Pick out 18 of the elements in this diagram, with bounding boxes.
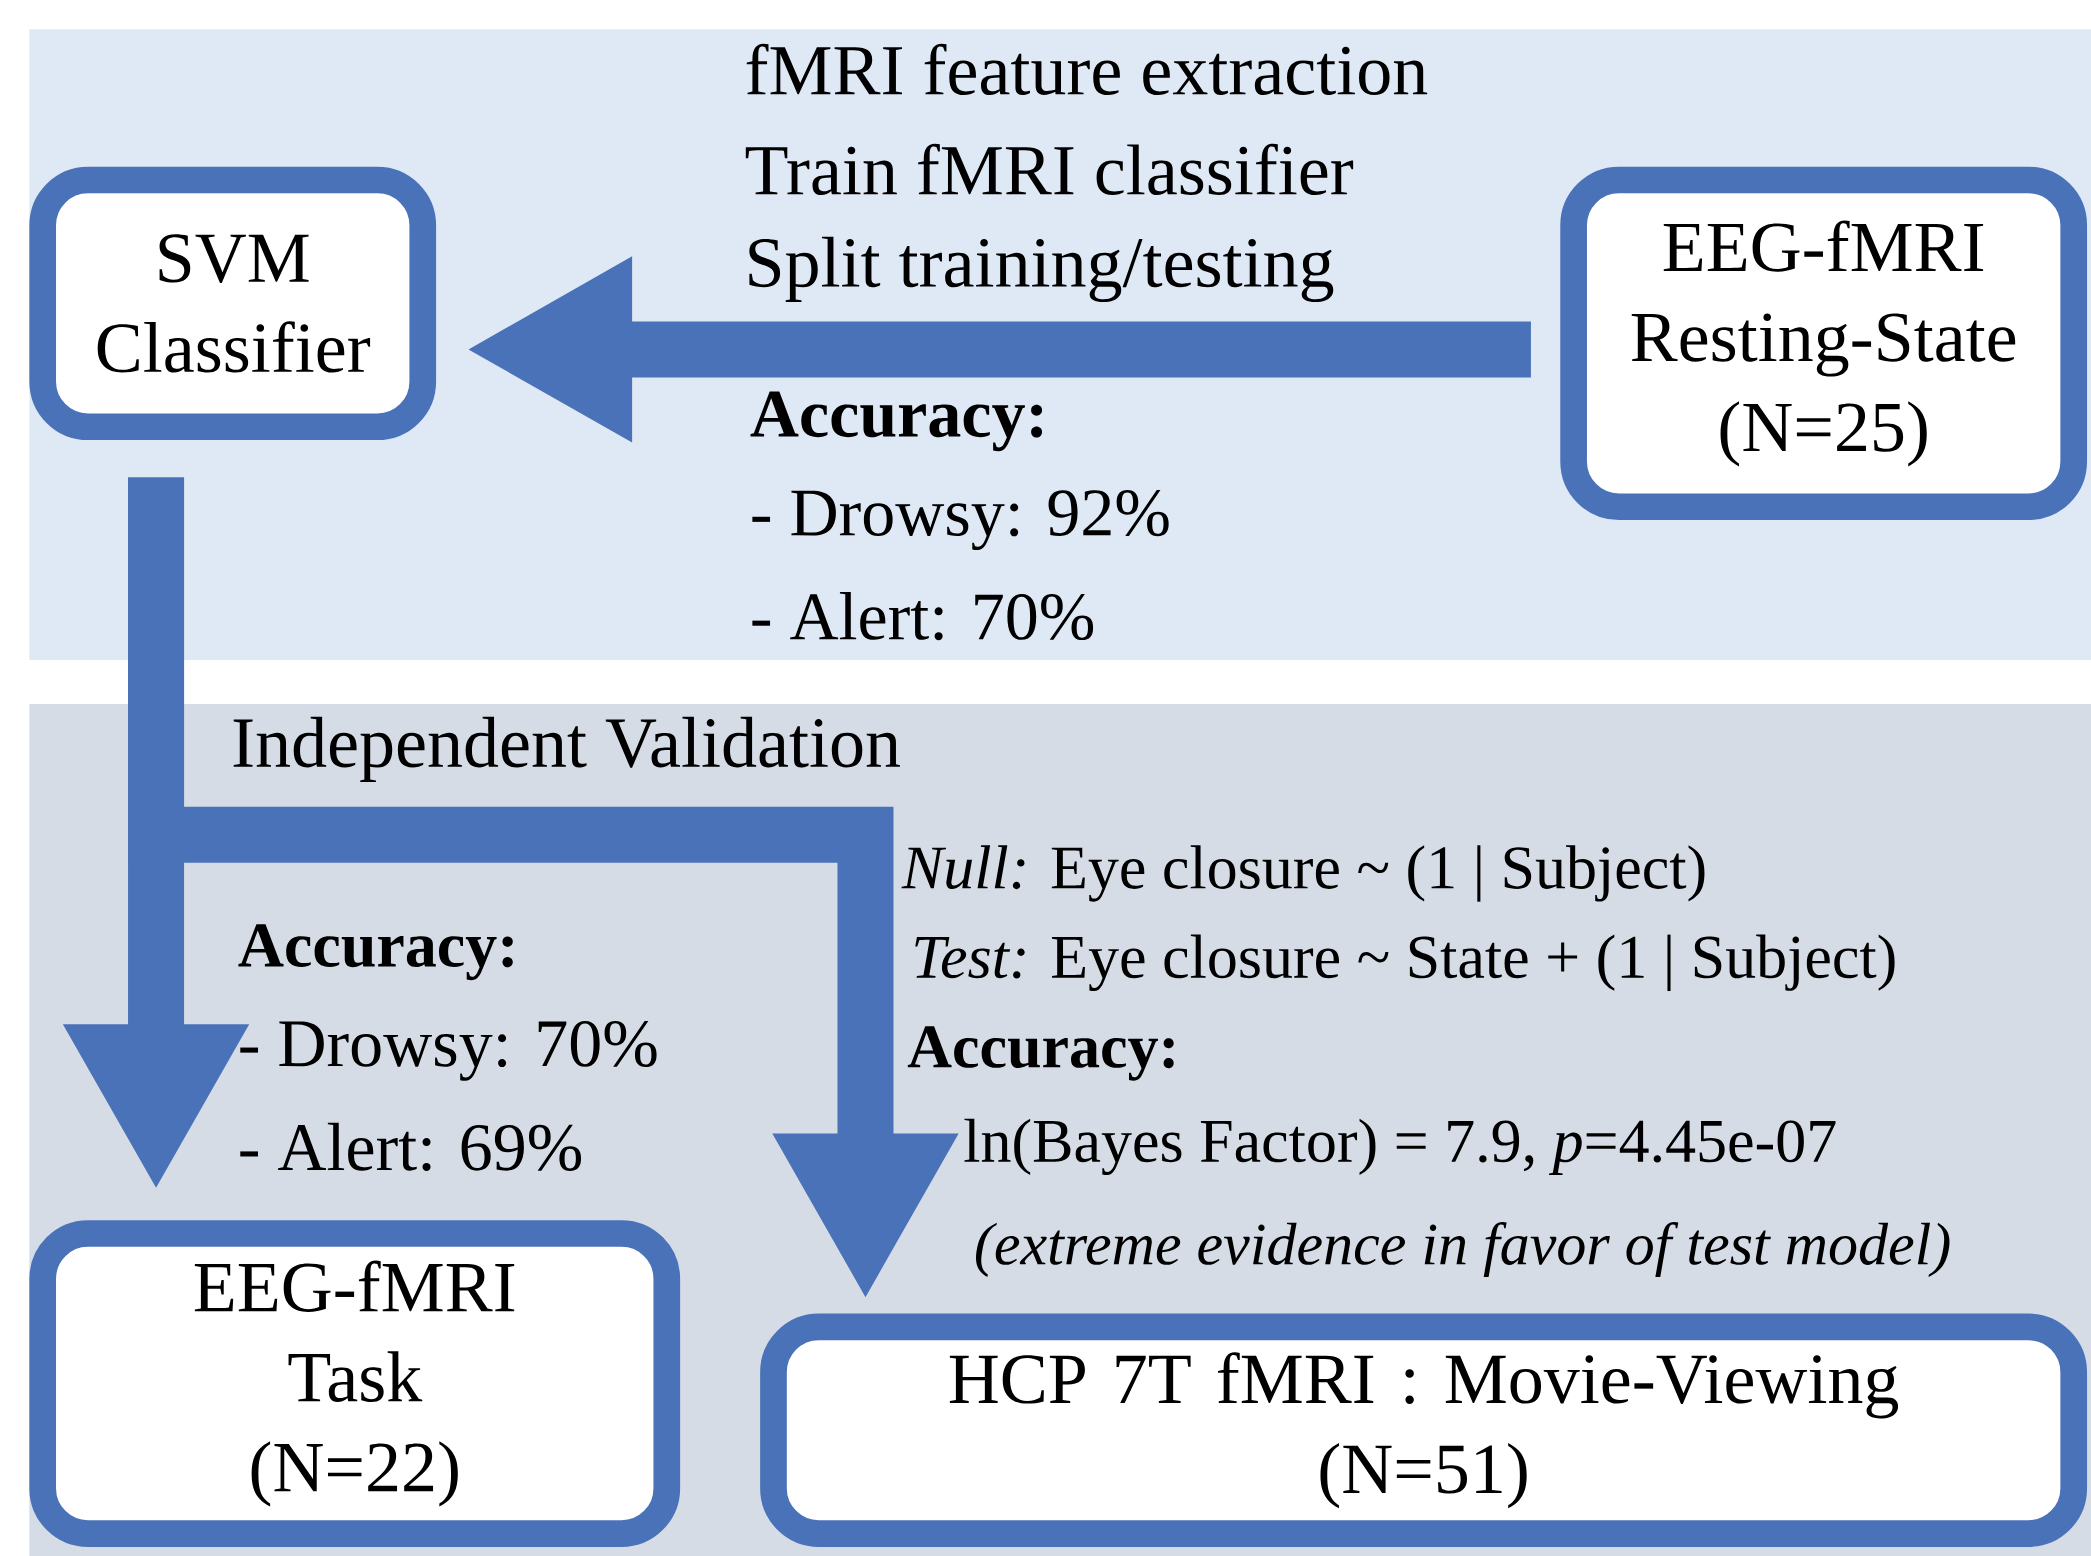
annotation-text: Null: Eye closure ~ (1 | Subject) — [901, 845, 1705, 902]
annotation-text: - Alert: 69% — [240, 1122, 582, 1171]
process-box: SVM Classifier — [29, 166, 437, 440]
annotation-text: - Drowsy: 70% — [240, 1020, 657, 1081]
annotation-text: - Drowsy: 92% — [752, 490, 1169, 550]
annotation-text: fMRI feature extraction — [746, 43, 1428, 95]
process-box: EEG-fMRI Resting-State (N=25) — [1560, 166, 2088, 520]
annotation-text: - Alert: 70% — [752, 591, 1094, 641]
annotation-text: Accuracy: — [238, 924, 513, 981]
annotation-text: Split training/testing — [749, 236, 1334, 302]
process-box: EEG-fMRI Task (N=22) — [29, 1220, 681, 1547]
annotation-text: Test: Eye closure ~ State + (1 | Subject) — [915, 934, 1895, 991]
annotation-text: Accuracy: — [750, 391, 1043, 452]
process-box: HCP 7T fMRI : Movie-Viewing (N=51) — [760, 1313, 2088, 1547]
annotation-text: Independent Validation — [233, 716, 900, 782]
annotation-text: ln(Bayes Factor) = 7.9, p=4.45e-07 — [964, 1118, 1836, 1175]
annotation-text: Train fMRI classifier — [745, 143, 1354, 195]
annotation-text: Accuracy: — [907, 1026, 1174, 1081]
